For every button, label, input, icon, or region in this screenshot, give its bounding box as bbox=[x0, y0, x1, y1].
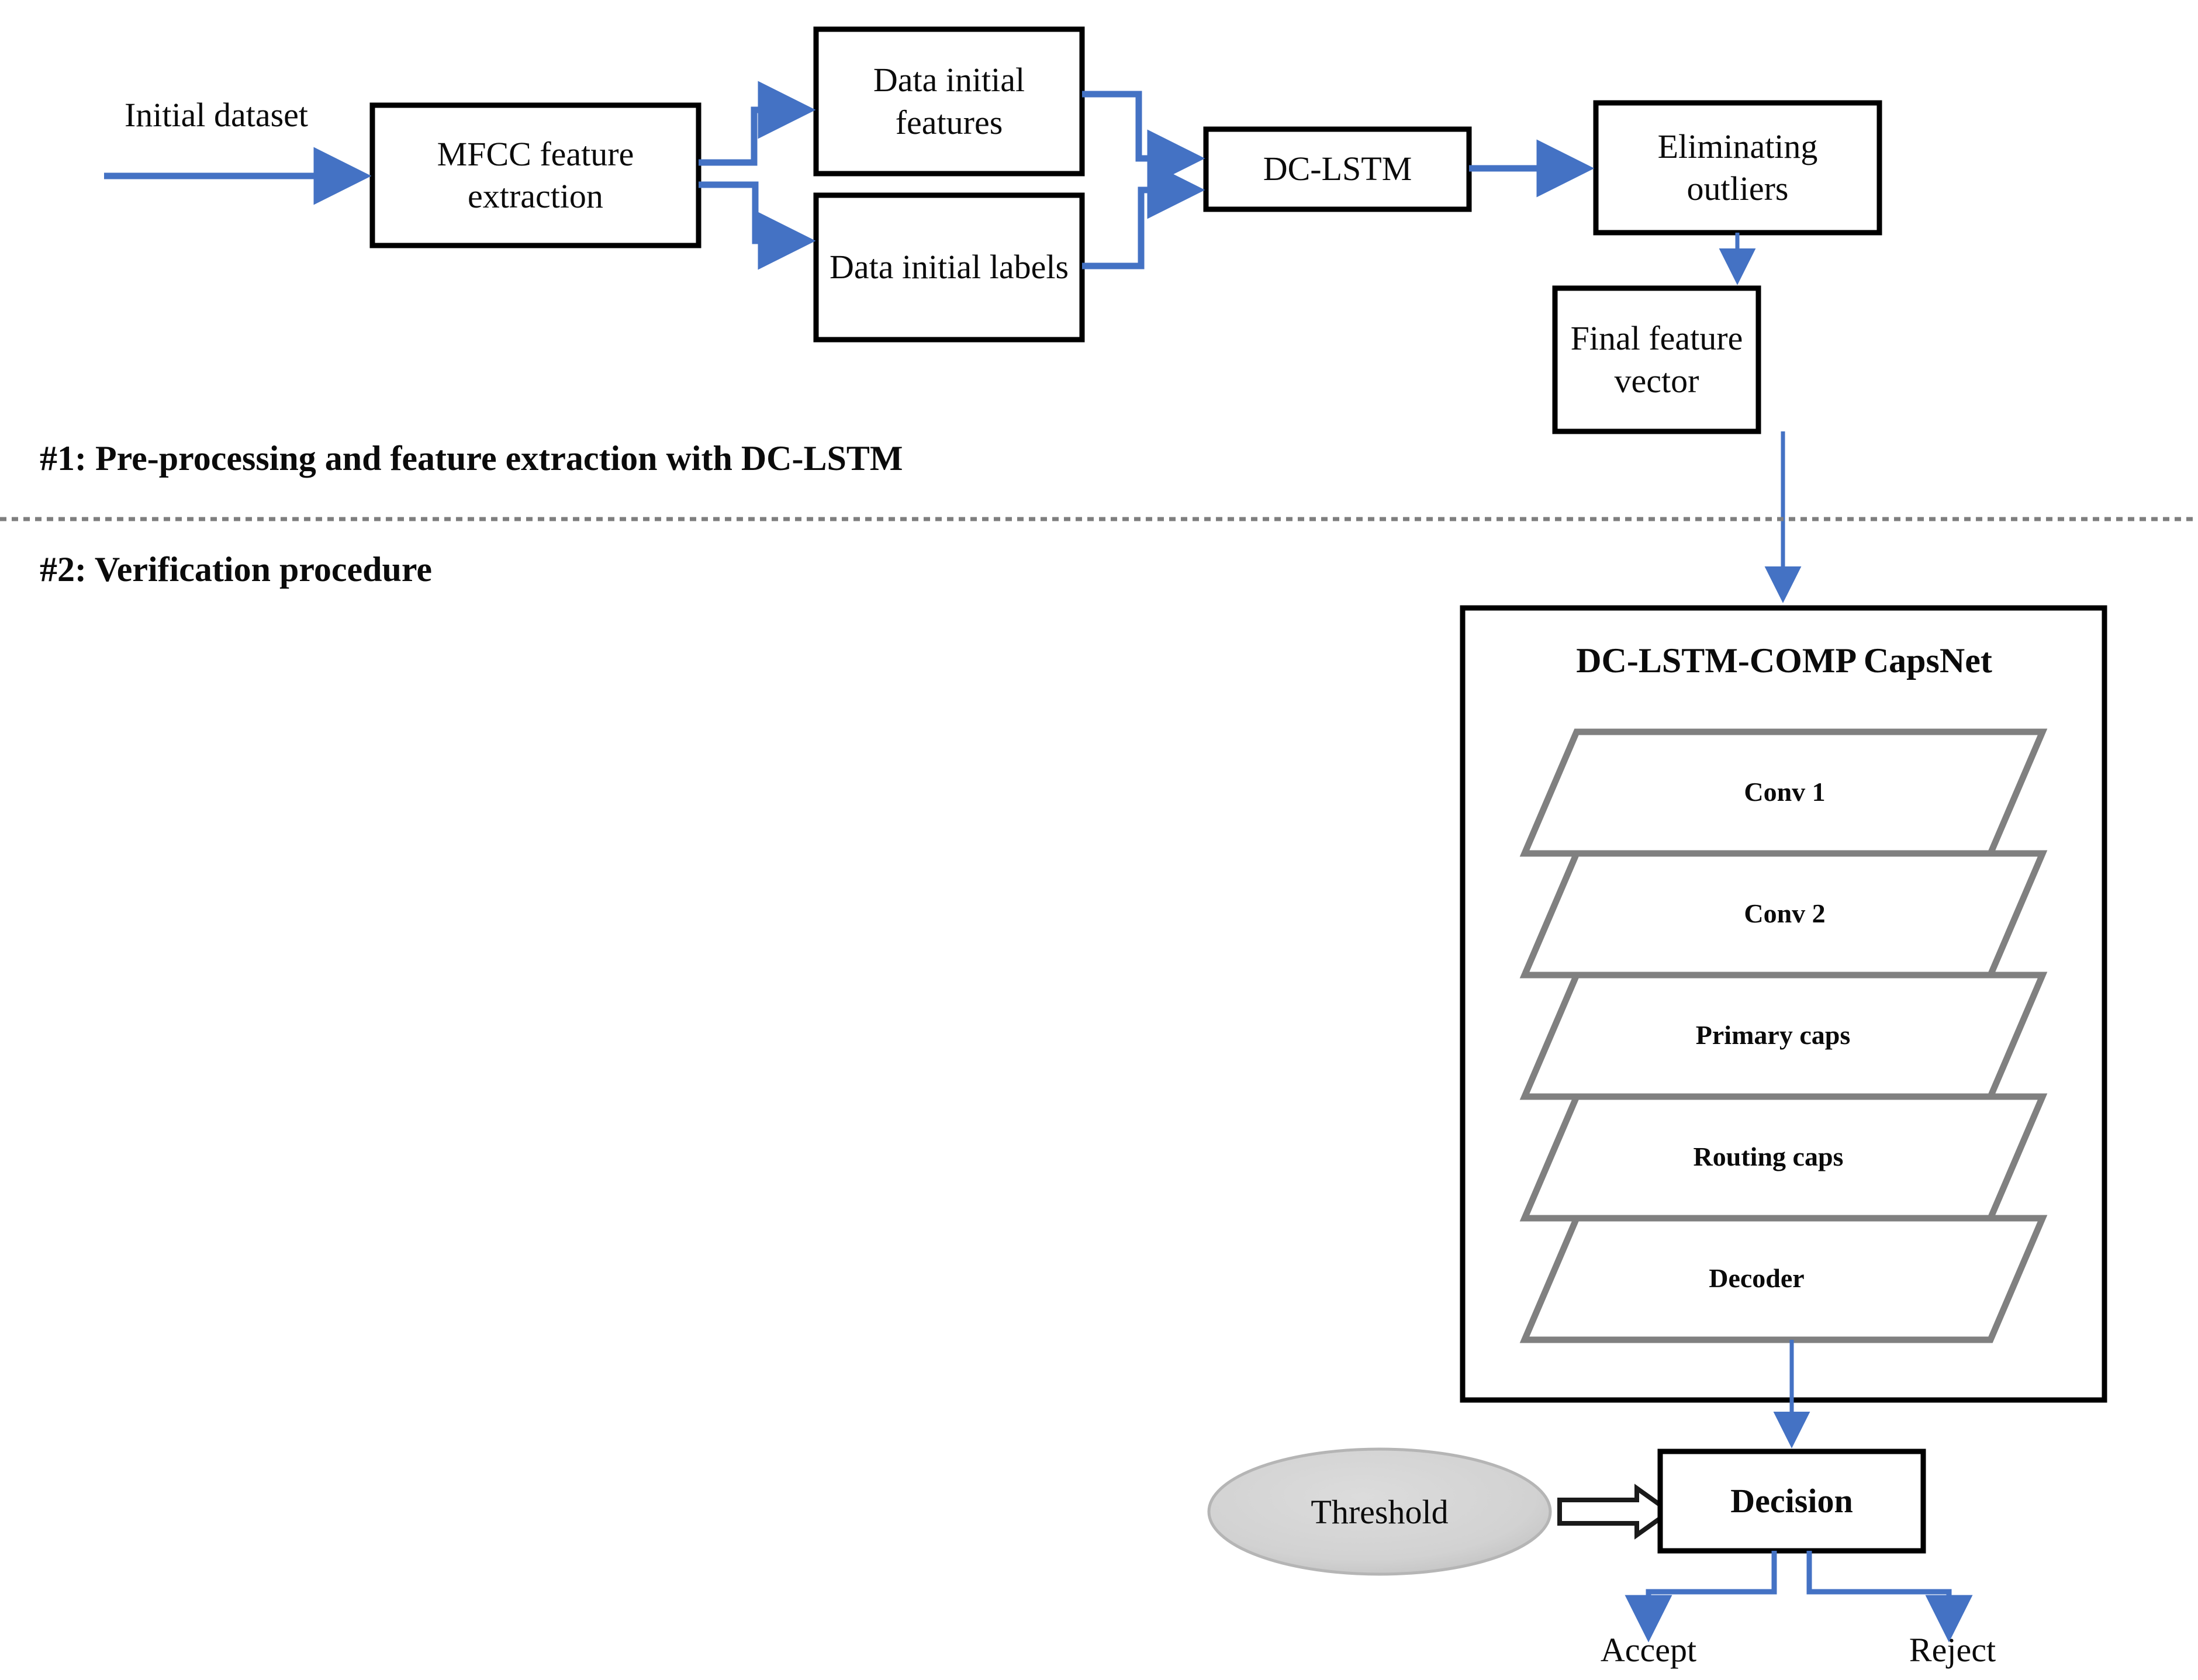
layer-label-routing-caps: Routing caps bbox=[1693, 1142, 1844, 1172]
box-decision bbox=[1657, 1449, 1926, 1554]
box-label-decision: Decision bbox=[1730, 1481, 1853, 1520]
section-label-2: #2: Verification procedure bbox=[40, 549, 433, 589]
box-label-eliminating-outliers: Eliminating outliers bbox=[1657, 127, 1818, 208]
section-label-1: #1: Pre-processing and feature extractio… bbox=[40, 438, 903, 478]
layer-label-conv-1: Conv 1 bbox=[1744, 777, 1826, 807]
label-accept: Accept bbox=[1600, 1630, 1697, 1669]
box-label-data-initial-features: Data initial features bbox=[873, 61, 1025, 141]
layer-shape-decoder bbox=[1519, 1215, 2048, 1343]
arrow-features-to-dclstm bbox=[1082, 91, 1205, 188]
arrow-decision-to-reject bbox=[1806, 1551, 1973, 1643]
box-mfcc-feature-extraction bbox=[369, 102, 701, 248]
arrow-mfcc-to-labels bbox=[699, 181, 816, 270]
layer-label-conv-2: Conv 2 bbox=[1744, 898, 1826, 929]
block-arrow-threshold-to-decision bbox=[1557, 1484, 1674, 1540]
ellipse-label-threshold: Threshold bbox=[1311, 1492, 1449, 1531]
box-data-initial-labels bbox=[813, 192, 1085, 343]
box-label-final-feature-vector: Final feature vector bbox=[1570, 319, 1743, 400]
box-label-dc-lstm: DC-LSTM bbox=[1263, 150, 1412, 188]
box-label-data-initial-labels: Data initial labels bbox=[829, 248, 1069, 286]
ellipse-threshold bbox=[1207, 1447, 1552, 1576]
capsnet-title: DC-LSTM-COMP CapsNet bbox=[1576, 641, 1992, 680]
box-data-initial-features bbox=[813, 26, 1085, 177]
label-initial-dataset: Initial dataset bbox=[124, 95, 309, 134]
arrow-mfcc-to-features bbox=[699, 81, 816, 166]
label-reject: Reject bbox=[1909, 1630, 1996, 1669]
arrow-decision-to-accept bbox=[1625, 1551, 1777, 1643]
box-label-mfcc: MFCC feature extraction bbox=[437, 134, 634, 216]
layer-label-decoder: Decoder bbox=[1709, 1263, 1805, 1294]
layer-label-primary-caps: Primary caps bbox=[1695, 1020, 1851, 1050]
box-final-feature-vector bbox=[1552, 285, 1761, 434]
arrow-labels-to-dclstm bbox=[1082, 161, 1205, 269]
